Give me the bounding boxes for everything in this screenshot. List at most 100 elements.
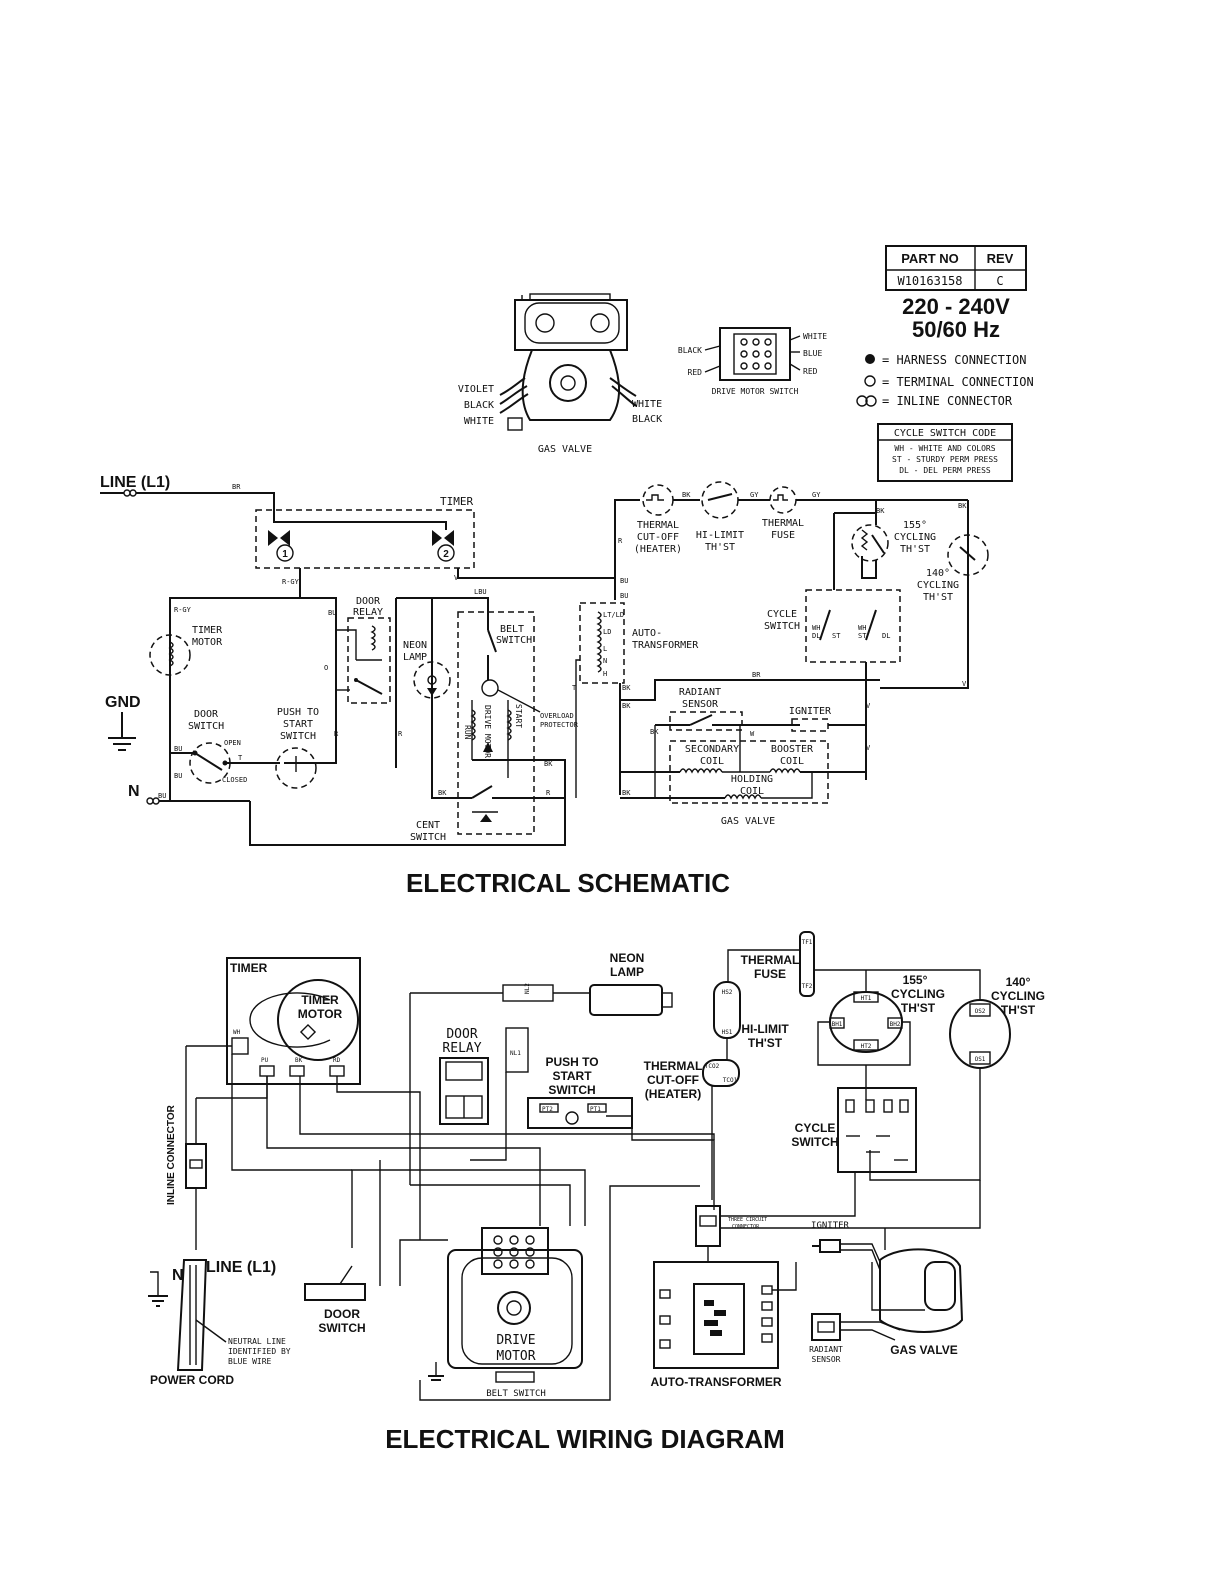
wiring-belt-switch-label: BELT SWITCH (486, 1389, 546, 1399)
wiring-155-2: CYCLING (891, 987, 945, 1001)
wiring-cycle-switch-icon (837, 1087, 917, 1173)
os1-label: OS1 (975, 1056, 986, 1063)
tco1-label: TCO1 (723, 1077, 738, 1084)
wire-code-r-gy-2: R-GY (174, 606, 192, 614)
start-label: START (514, 704, 523, 728)
cycle-code-box (877, 423, 1013, 482)
cycling-155-label-3: TH'ST (900, 544, 930, 555)
harness-legend: = HARNESS CONNECTION (882, 353, 1027, 367)
hs2-label: HS2 (722, 989, 733, 996)
legend: PART NO REV W10163158 C 220 - 240V 50/60… (856, 245, 1034, 482)
hi-limit-label-1: HI-LIMIT (696, 530, 744, 541)
dms-wire-red-right: RED (803, 367, 818, 376)
radiant-sensor-box (669, 711, 743, 731)
wiring-thermal-cutoff-2: CUT-OFF (647, 1073, 699, 1087)
gas-valve-detail-title: GAS VALVE (538, 444, 592, 455)
door-switch-label-2: SWITCH (188, 721, 224, 732)
wire-code-lbu: LBU (474, 588, 487, 596)
cycling-140-label-2: CYCLING (917, 580, 959, 591)
holding-coil-label-1: HOLDING (731, 774, 773, 785)
wiring-timer-box (226, 957, 361, 1085)
wire-code-r-nl: R (398, 730, 403, 738)
drive-motor-box (457, 611, 535, 835)
wire-code-bk-cs: BK (438, 789, 447, 797)
belt-switch-icon (487, 629, 497, 653)
thermal-fuse-label-1: THERMAL (762, 518, 804, 529)
timer-term-pu: PU (261, 1057, 269, 1064)
wiring-140-1: 140° (1006, 975, 1031, 989)
booster-coil-label-2: COIL (780, 756, 804, 767)
wire-code-bu-ds: BU (174, 745, 182, 753)
auto-transformer-label-2: TRANSFORMER (632, 640, 699, 651)
wiring-gas-valve-label: GAS VALVE (890, 1343, 958, 1357)
wiring-drive-motor-2: MOTOR (496, 1349, 535, 1364)
tap-lt-ld: LT/LD (603, 611, 624, 619)
cent-switch-icon (471, 785, 493, 799)
wiring-power-cord-icon (176, 1259, 208, 1371)
wiring-belt-switch-icon (495, 1371, 535, 1383)
cycle-switch-box (805, 589, 901, 663)
cycle-switch-label-1: CYCLE (767, 609, 797, 620)
timer-term-wh: WH (233, 1029, 241, 1036)
drive-motor-switch-icon (719, 327, 791, 381)
overload-protector-icon (481, 679, 499, 697)
door-closed-label: CLOSED (222, 776, 247, 784)
timer-motor-label-1: TIMER (192, 625, 223, 636)
wiring-pts-3: SWITCH (548, 1083, 595, 1097)
booster-coil-label-1: BOOSTER (771, 744, 814, 755)
wire-code-bk-at3: BK (622, 789, 631, 797)
cent-switch-label-2: SWITCH (410, 832, 446, 843)
wiring-line-label: LINE (L1) (206, 1259, 276, 1276)
gas-valve-schematic-label: GAS VALVE (721, 816, 775, 827)
gas-valve-wire-black-right: BLACK (632, 414, 662, 425)
wiring-door-relay-1: DOOR (446, 1027, 477, 1042)
run-label: RUN (463, 725, 472, 740)
wiring-drive-motor-1: DRIVE (496, 1333, 535, 1348)
cs-dl-1: DL (812, 632, 820, 640)
wiring-auto-transformer-label: AUTO-TRANSFORMER (650, 1375, 781, 1389)
thermal-cutoff-label-1: THERMAL (637, 520, 679, 531)
tap-h: H (603, 670, 607, 678)
pt2-label: PT2 (542, 1106, 553, 1113)
cycle-switch-label-2: SWITCH (764, 621, 800, 632)
push-to-start-icon (275, 747, 317, 789)
timer-box (255, 509, 475, 569)
neon-lamp-label-2: LAMP (403, 652, 427, 663)
rev-header: REV (987, 251, 1014, 266)
dms-wire-red-left: RED (688, 368, 703, 377)
wiring-inline-connector-icon (185, 1143, 207, 1189)
wiring-radiant-sensor-icon (811, 1313, 841, 1341)
wire-code-o: O (324, 664, 328, 672)
inline-legend: = INLINE CONNECTOR (882, 394, 1013, 408)
wire-code-bu-ds2: BU (174, 772, 182, 780)
cycle-code-dl: DL - DEL PERM PRESS (899, 466, 991, 475)
timer-contact-2-icon (432, 530, 442, 546)
wiring-drive-motor-housing (447, 1249, 583, 1369)
thermal-cutoff-label-2: CUT-OFF (637, 532, 679, 543)
n-label: N (128, 783, 140, 800)
timer-term-bk: BK (295, 1057, 303, 1064)
tap-n: N (603, 657, 607, 665)
wire-code-v-cs: V (866, 702, 871, 710)
auto-transformer-label-1: AUTO- (632, 628, 662, 639)
wiring-door-switch-1: DOOR (324, 1307, 360, 1321)
nl2-label: NL2 (524, 983, 531, 994)
gas-valve-wire-white-left: WHITE (464, 416, 494, 427)
wiring-gas-valve-icon (879, 1248, 964, 1333)
belt-switch-label-1: BELT (500, 624, 524, 635)
harness-dot-icon (865, 354, 875, 364)
gnd-label: GND (105, 694, 141, 711)
dms-wire-blue: BLUE (803, 349, 822, 358)
drive-motor-switch-detail: BLACK RED WHITE BLUE RED DRIVE MOTOR SWI… (678, 327, 827, 396)
holding-coil-label-2: COIL (740, 786, 764, 797)
cycle-code-title: CYCLE SWITCH CODE (894, 428, 996, 439)
gas-valve-wire-violet: VIOLET (458, 384, 494, 395)
wiring-n-label: N (172, 1267, 184, 1284)
timer-contact-1-icon (268, 530, 278, 546)
wiring-door-switch-2: SWITCH (318, 1321, 365, 1335)
wiring-drive-motor-shaft-icon (497, 1291, 531, 1325)
wire-code-w-gv: W (750, 730, 755, 738)
wiring-thermal-cutoff-3: (HEATER) (645, 1087, 701, 1101)
dms-title: DRIVE MOTOR SWITCH (712, 387, 799, 396)
wire-code-bu: BU (328, 609, 336, 617)
